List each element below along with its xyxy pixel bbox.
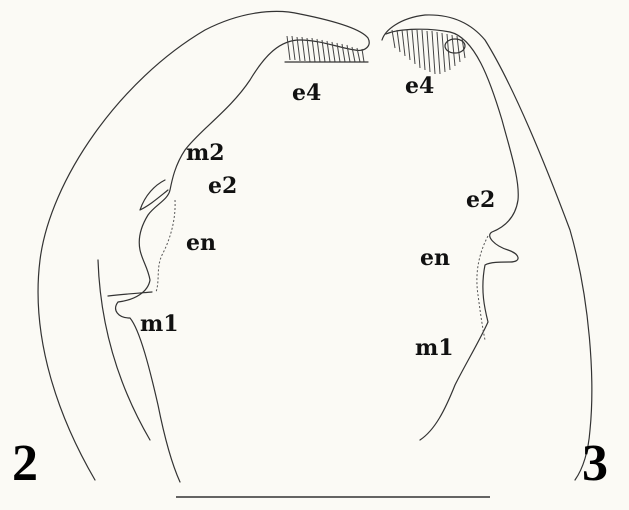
mandible-right-e4-hatching [392, 30, 465, 74]
mandible-left-m1-tooth [108, 292, 152, 296]
mandible-left-serrated-edge [156, 200, 175, 292]
label-left-e2: e2 [208, 173, 237, 199]
label-right-e4: e4 [405, 73, 434, 99]
mandible-left: e4 m2 e2 en m1 2 [12, 11, 369, 492]
label-left-m1: m1 [140, 311, 179, 337]
label-left-m2: m2 [186, 140, 225, 166]
label-right-m1: m1 [415, 335, 454, 361]
label-left-e4: e4 [292, 80, 321, 106]
mandible-left-inner-ridge [98, 260, 150, 440]
figure-number-2: 2 [12, 435, 38, 492]
mandible-right: e4 e2 en m1 3 [382, 15, 608, 492]
mandible-left-m2-notch [140, 180, 168, 210]
figure-number-3: 3 [582, 435, 608, 492]
label-left-en: en [186, 230, 216, 256]
label-right-e2: e2 [466, 187, 495, 213]
label-right-en: en [420, 245, 450, 271]
